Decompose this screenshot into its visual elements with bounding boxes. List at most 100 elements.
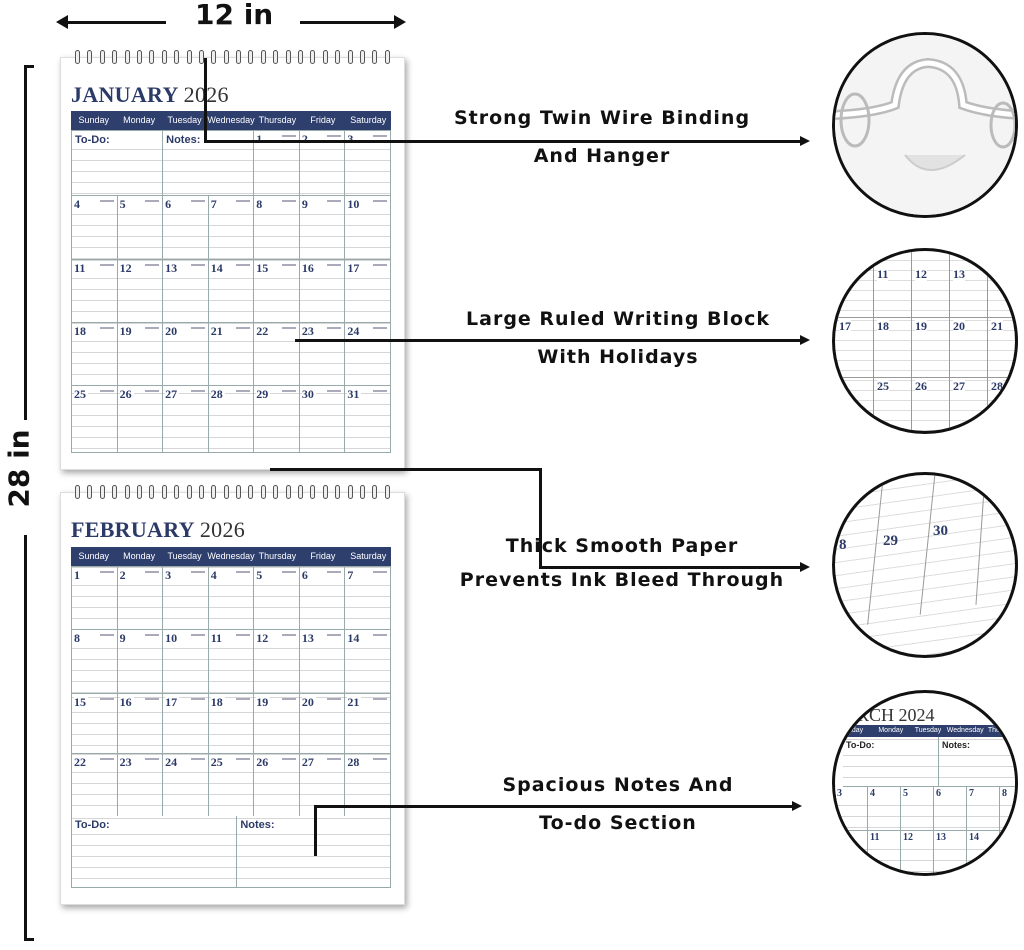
wire-ring bbox=[124, 50, 130, 64]
week-note bbox=[190, 264, 205, 266]
day-cell[interactable]: 16 bbox=[299, 260, 346, 323]
day-cell[interactable]: 24 bbox=[345, 323, 391, 386]
day-cell[interactable]: 22 bbox=[254, 323, 300, 386]
day-cell[interactable]: 7 bbox=[208, 196, 255, 260]
weekday: Thursday bbox=[987, 727, 1017, 734]
day-cell[interactable]: 20 bbox=[163, 323, 209, 386]
day-cell[interactable]: 13 bbox=[163, 260, 209, 323]
day-cell[interactable]: 19 bbox=[117, 323, 164, 386]
wire-ring bbox=[384, 50, 390, 64]
day-number: 22 bbox=[74, 755, 88, 770]
day-cell[interactable]: 25 bbox=[72, 386, 118, 453]
day-cell[interactable]: 11 bbox=[72, 260, 118, 323]
arrowhead-icon bbox=[800, 335, 810, 345]
connector-notes bbox=[314, 805, 794, 808]
day-number: 11 bbox=[870, 832, 882, 843]
day-cell[interactable]: 20 bbox=[299, 694, 346, 754]
day-cell[interactable]: 12 bbox=[254, 630, 300, 694]
todo-box: To-Do: bbox=[843, 737, 939, 787]
connector-binding bbox=[204, 140, 802, 143]
day-cell[interactable]: 31 bbox=[345, 386, 391, 453]
day-cell[interactable]: 17 bbox=[345, 260, 391, 323]
day-cell[interactable]: 2 bbox=[117, 567, 164, 630]
week-note bbox=[373, 135, 387, 137]
day-cell[interactable]: 27 bbox=[163, 386, 209, 453]
weekday-friday: Friday bbox=[310, 551, 336, 561]
day-cell[interactable]: 8 bbox=[72, 630, 118, 694]
wire-ring bbox=[112, 50, 118, 64]
day-cell[interactable]: 29 bbox=[254, 386, 300, 453]
day-cell[interactable]: 18 bbox=[72, 323, 118, 386]
day-cell[interactable]: 15 bbox=[254, 260, 300, 323]
week-note bbox=[190, 758, 205, 760]
week-note bbox=[190, 698, 205, 700]
day-number: 13 bbox=[165, 261, 180, 276]
day-cell[interactable]: 21 bbox=[208, 323, 255, 386]
day-cell[interactable]: 19 bbox=[254, 694, 300, 754]
day-cell[interactable]: 18 bbox=[208, 694, 255, 754]
connector-paper bbox=[539, 468, 542, 568]
arrowhead-icon bbox=[800, 562, 810, 572]
day-number: 14 bbox=[969, 832, 981, 843]
day-cell[interactable]: 9 bbox=[117, 630, 164, 694]
notes-box[interactable]: Notes: bbox=[237, 816, 390, 887]
todo-box[interactable]: To-Do: bbox=[72, 816, 238, 887]
wire-ring bbox=[124, 485, 130, 499]
day-cell[interactable]: 5 bbox=[254, 567, 300, 630]
day-cell[interactable]: 16 bbox=[117, 694, 164, 754]
day-cell[interactable]: 14 bbox=[208, 260, 255, 323]
todo-label: To-Do: bbox=[75, 819, 110, 831]
day-cell[interactable]: 7 bbox=[345, 567, 391, 630]
day-cell[interactable]: 10 bbox=[163, 630, 209, 694]
day-cell[interactable] bbox=[117, 131, 164, 196]
day-cell[interactable]: 4 bbox=[208, 567, 255, 630]
week-note bbox=[373, 698, 387, 700]
wire-ring bbox=[211, 485, 217, 499]
notes-label: Notes: bbox=[166, 134, 201, 146]
day-number: 18 bbox=[877, 319, 889, 334]
day-cell[interactable]: 10 bbox=[345, 196, 391, 260]
day-cell[interactable]: 14 bbox=[345, 630, 391, 694]
day-cell[interactable]: Notes: bbox=[163, 131, 209, 196]
day-cell[interactable]: 3 bbox=[163, 567, 209, 630]
day-cell[interactable]: 6 bbox=[163, 196, 209, 260]
day-cell[interactable]: 30 bbox=[299, 386, 346, 453]
wire-ring bbox=[87, 485, 93, 499]
day-cell[interactable]: 12 bbox=[117, 260, 164, 323]
day-number: 29 bbox=[883, 533, 898, 549]
day-cell[interactable]: 26 bbox=[117, 386, 164, 453]
day-cell[interactable]: 23 bbox=[299, 323, 346, 386]
day-cell[interactable]: To-Do: bbox=[72, 131, 118, 196]
day-cell[interactable]: 28 bbox=[208, 386, 255, 453]
day-cell[interactable]: 5 bbox=[117, 196, 164, 260]
day-cell[interactable]: 1 bbox=[72, 567, 118, 630]
day-cell[interactable]: 8 bbox=[254, 196, 300, 260]
day-cell[interactable]: 22 bbox=[72, 754, 118, 817]
day-cell[interactable]: 6 bbox=[299, 567, 346, 630]
notes-label: Notes: bbox=[240, 819, 275, 831]
connector-paper bbox=[270, 468, 542, 471]
day-cell[interactable]: 11 bbox=[208, 630, 255, 694]
wire-ring bbox=[335, 50, 341, 64]
week-note bbox=[236, 264, 251, 266]
day-cell[interactable]: 23 bbox=[117, 754, 164, 817]
day-cell: 11 bbox=[868, 831, 901, 873]
day-cell[interactable]: 21 bbox=[345, 694, 391, 754]
day-cell[interactable]: 24 bbox=[163, 754, 209, 817]
day-number: 8 bbox=[74, 631, 82, 646]
notes-section: To-Do: Notes: bbox=[71, 816, 391, 888]
day-cell[interactable]: 13 bbox=[299, 630, 346, 694]
day-cell[interactable]: 17 bbox=[163, 694, 209, 754]
day-number: 18 bbox=[74, 324, 88, 339]
day-number: 7 bbox=[210, 197, 219, 212]
day-cell[interactable]: 9 bbox=[299, 196, 346, 260]
day-cell[interactable]: 15 bbox=[72, 694, 118, 754]
day-cell[interactable]: 26 bbox=[254, 754, 300, 817]
day-cell[interactable]: 25 bbox=[208, 754, 255, 817]
caption-line: Prevents Ink Bleed Through bbox=[459, 569, 785, 591]
day-cell[interactable]: 4 bbox=[72, 196, 118, 260]
